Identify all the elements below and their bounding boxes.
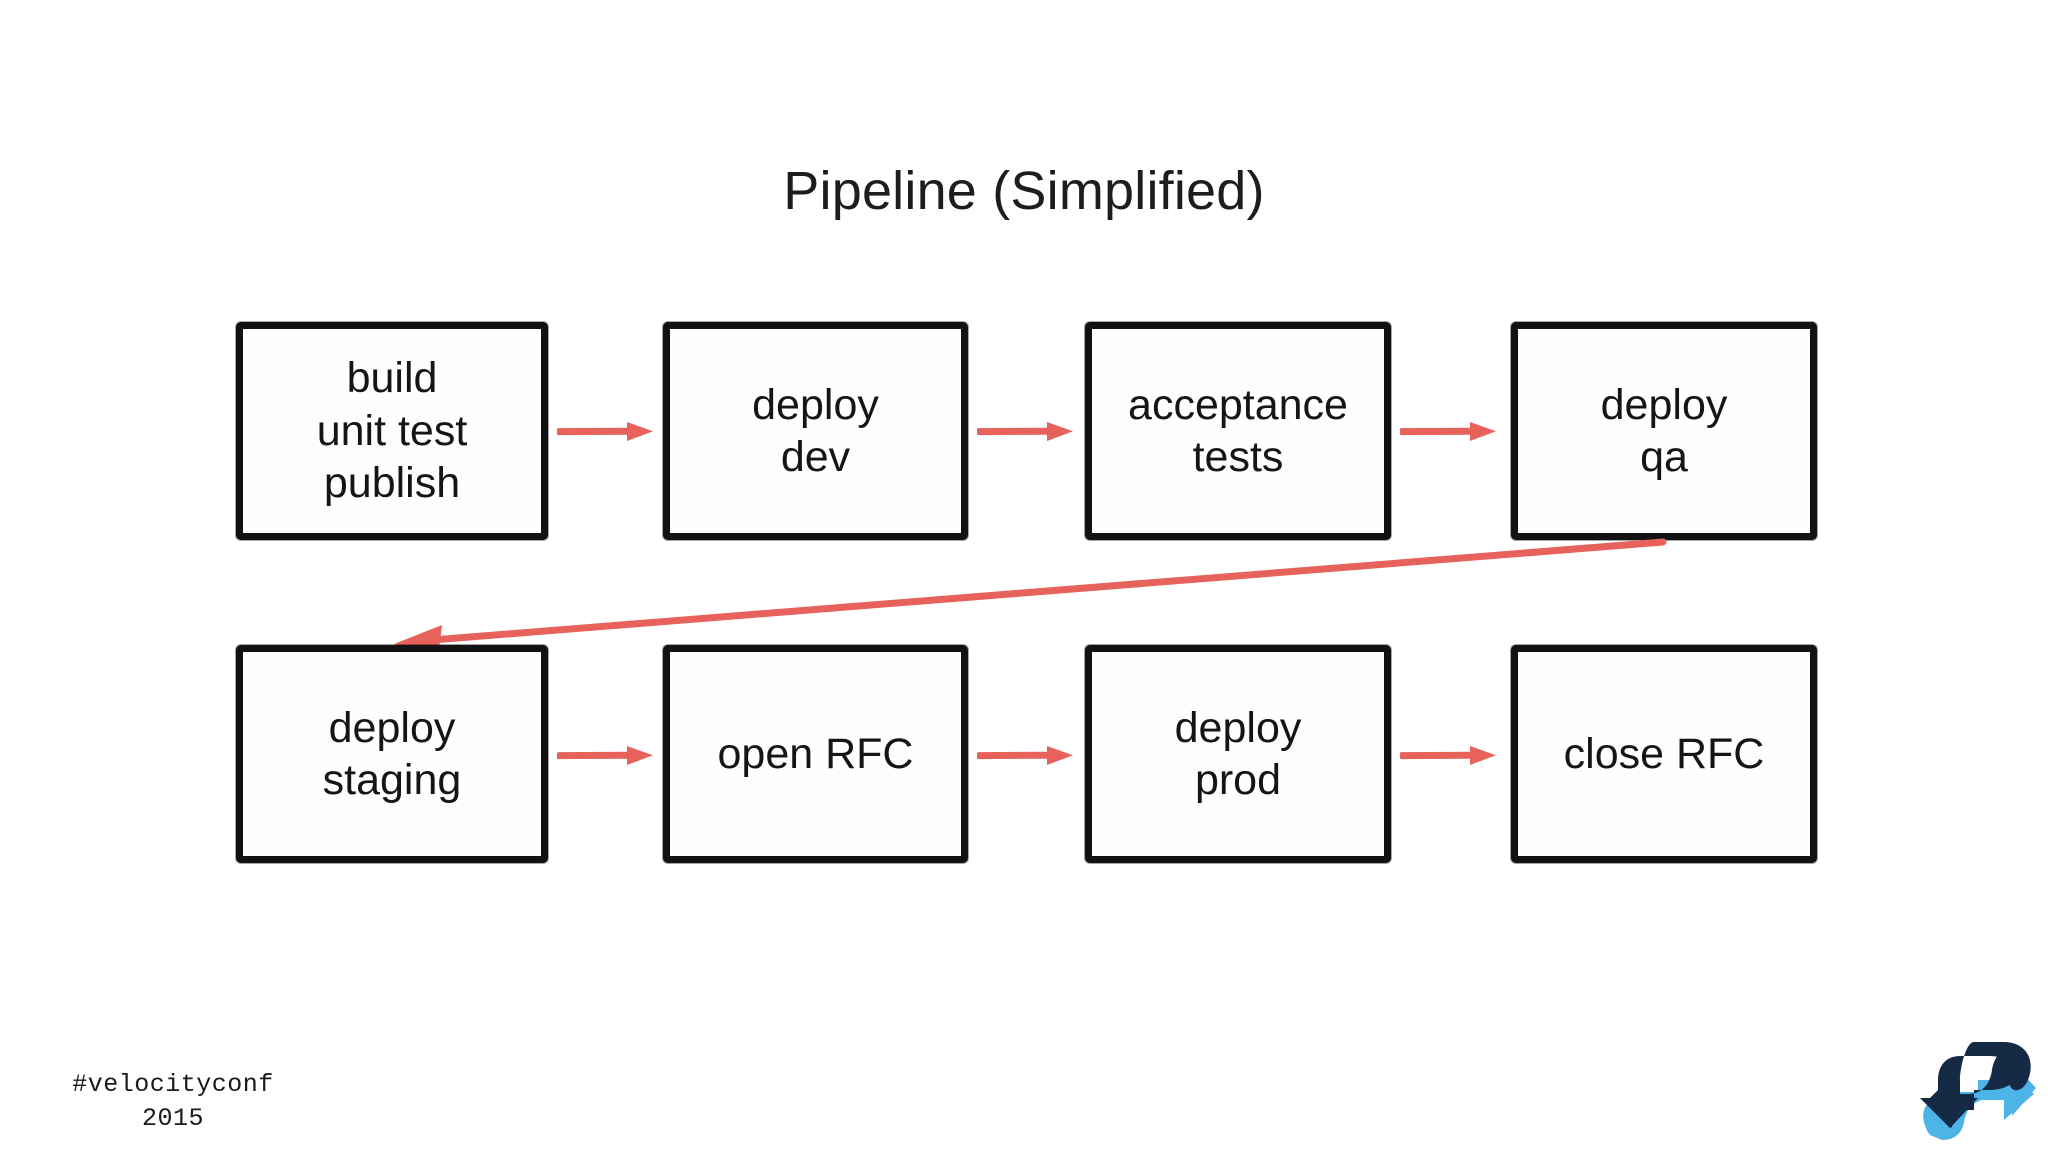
- stage-label-line: build: [346, 354, 438, 403]
- stage-label-line: publish: [323, 459, 461, 508]
- arrow-deploy-prod-to-close-rfc-icon: [1400, 742, 1500, 768]
- stage-label-line: deploy: [328, 703, 456, 752]
- footer-conference-tag: #velocityconf 2015: [58, 1068, 288, 1136]
- stage-label-line: staging: [322, 756, 462, 804]
- arrow-deploy-qa-to-deploy-staging-icon: [380, 520, 1670, 665]
- stage-label-line: deploy: [752, 380, 879, 429]
- arrow-acceptance-tests-to-deploy-qa-icon: [1400, 418, 1500, 444]
- arrow-open-rfc-to-deploy-prod-icon: [977, 742, 1077, 768]
- stage-label-line: unit test: [316, 406, 468, 455]
- stage-label-line: deploy: [1600, 380, 1728, 429]
- stage-box-open-rfc[interactable]: open RFC: [663, 645, 968, 863]
- footer-year-text: 2015: [141, 1104, 204, 1133]
- arrow-deploy-staging-to-open-rfc-icon: [557, 742, 657, 768]
- stage-label-line: acceptance: [1128, 380, 1348, 429]
- stage-box-deploy-prod[interactable]: deploy prod: [1085, 645, 1391, 863]
- stage-label-line: deploy: [1174, 703, 1302, 752]
- stage-box-close-rfc[interactable]: close RFC: [1511, 645, 1817, 863]
- stage-box-deploy-qa[interactable]: deploy qa: [1511, 322, 1817, 540]
- stage-box-deploy-staging[interactable]: deploy staging: [236, 645, 548, 863]
- stage-label-line: prod: [1194, 756, 1282, 804]
- stage-label-line: open RFC: [717, 729, 914, 778]
- stage-label-line: tests: [1192, 433, 1284, 481]
- stage-label-line: qa: [1640, 433, 1688, 481]
- stage-box-build[interactable]: build unit test publish: [236, 322, 548, 540]
- stage-label-line: dev: [780, 433, 851, 481]
- footer-hashtag-text: #velocityconf: [72, 1070, 274, 1099]
- stage-box-deploy-dev[interactable]: deploy dev: [663, 322, 968, 540]
- stage-box-acceptance-tests[interactable]: acceptance tests: [1085, 322, 1391, 540]
- brand-logo-icon: [1908, 1036, 2040, 1152]
- arrow-build-to-deploy-dev-icon: [557, 418, 657, 444]
- stage-label-line: close RFC: [1563, 729, 1765, 778]
- arrow-deploy-dev-to-acceptance-tests-icon: [977, 418, 1077, 444]
- page-title: Pipeline (Simplified): [783, 161, 1265, 221]
